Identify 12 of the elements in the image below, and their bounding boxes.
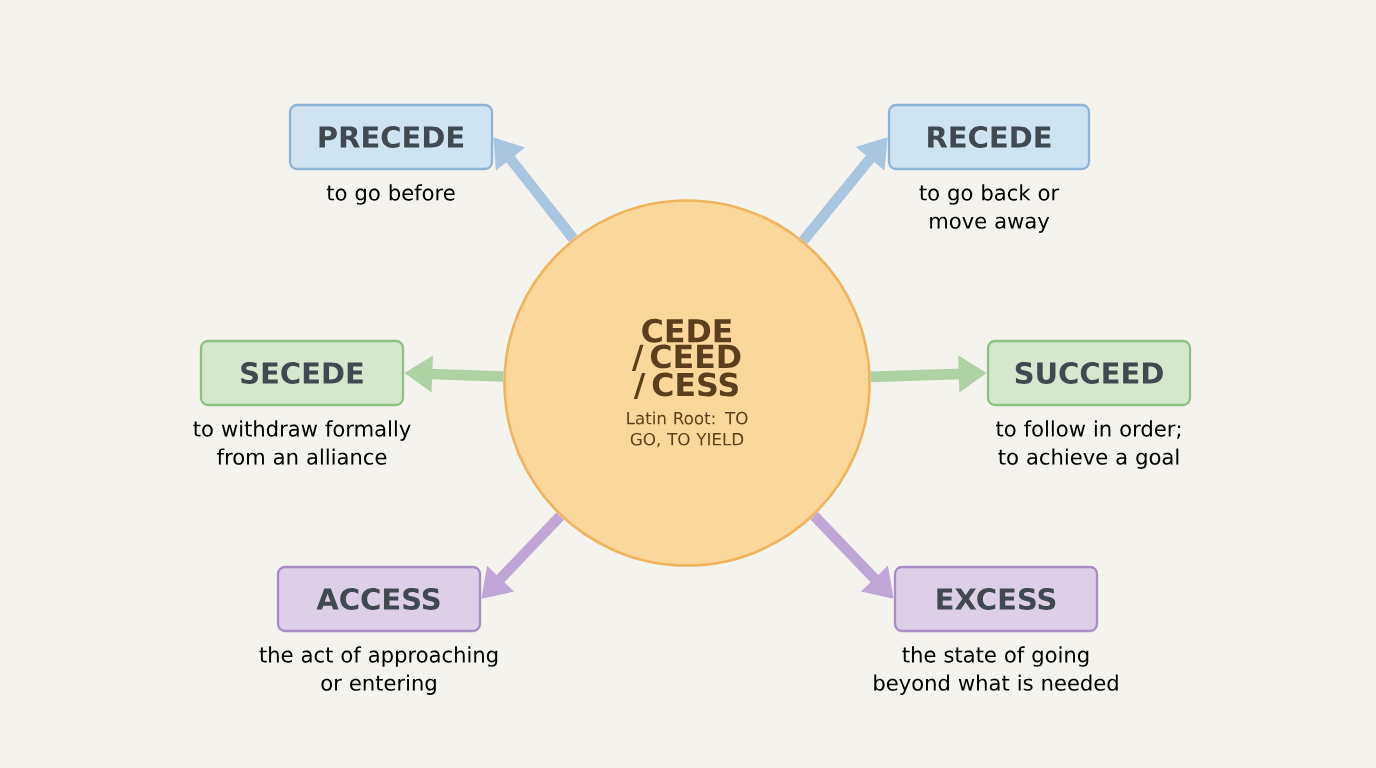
definition-text: to go before [326, 184, 455, 205]
definition-text: to follow in order; to achieve a goal [996, 420, 1181, 469]
definition-text: the state of going beyond what is needed [874, 646, 1118, 695]
word-box: ACCESS [276, 565, 482, 633]
word-box: SUCCEED [986, 339, 1192, 407]
word-box: EXCESS [893, 565, 1099, 633]
word-box: SECEDE [199, 339, 405, 407]
word-box: RECEDE [887, 103, 1091, 171]
definition-text: to withdraw formally from an alliance [193, 420, 411, 465]
definition-text: to go back or move away [919, 184, 1060, 233]
definition-text: the act of approaching or entering [259, 646, 498, 695]
word-box: PRECEDE [288, 103, 494, 171]
